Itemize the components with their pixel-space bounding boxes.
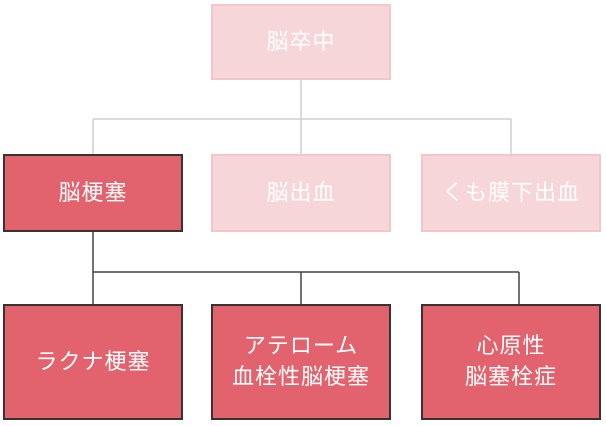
node-atherothrombotic-line-2: 血栓性脳梗塞 — [231, 365, 370, 390]
node-cardioembolic-line-2: 脳塞栓症 — [464, 365, 557, 390]
node-stroke-label: 脳卒中 — [266, 29, 336, 55]
node-cardioembolic-stroke: 心原性 脳塞栓症 — [421, 304, 601, 420]
node-atherothrombotic-line-1: アテローム — [243, 334, 359, 359]
node-cerebral-infarction: 脳梗塞 — [3, 154, 183, 232]
node-subarachnoid-hemorrhage: くも膜下出血 — [421, 154, 601, 232]
node-cerebral-hemorrhage: 脳出血 — [211, 154, 391, 232]
connectors-top — [92, 80, 512, 154]
node-atherothrombotic-infarction: アテローム 血栓性脳梗塞 — [211, 304, 391, 420]
connectors-bottom — [92, 232, 520, 304]
node-cerebral-infarction-label: 脳梗塞 — [58, 180, 128, 206]
node-cardioembolic-line-1: 心原性 — [476, 334, 546, 359]
node-cerebral-hemorrhage-label: 脳出血 — [266, 180, 336, 206]
node-lacunar-infarction-label: ラクナ梗塞 — [35, 349, 151, 375]
node-lacunar-infarction: ラクナ梗塞 — [3, 304, 183, 420]
node-subarachnoid-hemorrhage-label: くも膜下出血 — [441, 180, 580, 206]
node-stroke: 脳卒中 — [211, 4, 391, 80]
